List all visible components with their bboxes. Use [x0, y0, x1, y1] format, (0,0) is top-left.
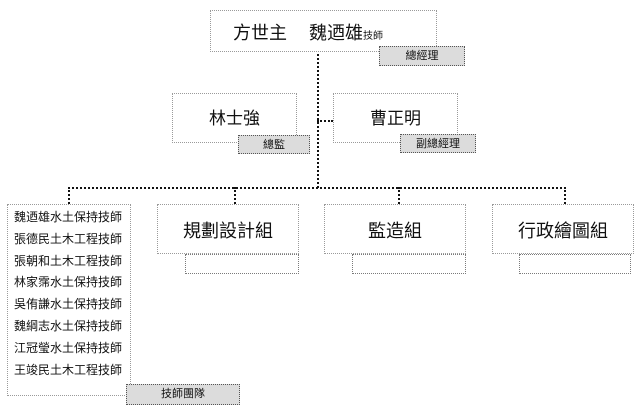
top-role-tag: 總經理: [379, 46, 465, 66]
team-member: 吳侑謙水土保持技師: [14, 297, 123, 312]
group-supervision-name: 監造組: [368, 221, 422, 242]
technician-team-box: 魏迺雄水土保持技師 張德民土木工程技師 張朝和土木工程技師 林家霈水土保持技師 …: [7, 204, 131, 396]
deputy-name: 曹正明: [370, 109, 421, 129]
group-admin: 行政繪圖組: [492, 204, 634, 254]
branch-drop-supervision: [398, 187, 400, 204]
branch-drop-planning: [234, 187, 236, 204]
branch-drop-admin: [564, 187, 566, 204]
group-supervision: 監造組: [324, 204, 466, 254]
group-planning: 規劃設計組: [157, 204, 299, 254]
level2-connector: [317, 120, 333, 122]
director-name: 林士強: [209, 109, 260, 129]
branch-drop-team: [68, 187, 70, 204]
top-node: 方世主 魏迺雄技師: [210, 10, 437, 52]
group-admin-name: 行政繪圖組: [518, 221, 608, 242]
branch-line: [68, 187, 566, 189]
top-name-suffix: 技師: [363, 31, 383, 42]
group-planning-tag: [185, 254, 299, 274]
team-member: 張德民土木工程技師: [14, 231, 123, 246]
top-name-1: 方世主: [233, 23, 287, 44]
team-member: 王竣民土木工程技師: [14, 362, 123, 377]
trunk-line: [317, 50, 319, 188]
top-node-title: 方世主 魏迺雄技師: [233, 19, 383, 45]
group-planning-name: 規劃設計組: [183, 221, 273, 242]
group-admin-tag: [519, 254, 631, 274]
team-member: 魏綱志水土保持技師: [14, 318, 123, 333]
team-member: 江冠瑩水土保持技師: [14, 340, 123, 355]
team-member: 張朝和土木工程技師: [14, 253, 123, 268]
team-member: 魏迺雄水土保持技師: [14, 210, 123, 224]
node-director: 林士強: [172, 93, 297, 143]
team-label-tag: 技師團隊: [126, 384, 240, 405]
director-role-tag: 總監: [238, 135, 310, 154]
group-supervision-tag: [352, 254, 466, 274]
top-name-2: 魏迺雄: [309, 23, 363, 44]
deputy-role-tag: 副總經理: [400, 134, 476, 153]
team-member-list: 魏迺雄水土保持技師 張德民土木工程技師 張朝和土木工程技師 林家霈水土保持技師 …: [14, 207, 122, 381]
team-member: 林家霈水土保持技師: [14, 275, 123, 290]
